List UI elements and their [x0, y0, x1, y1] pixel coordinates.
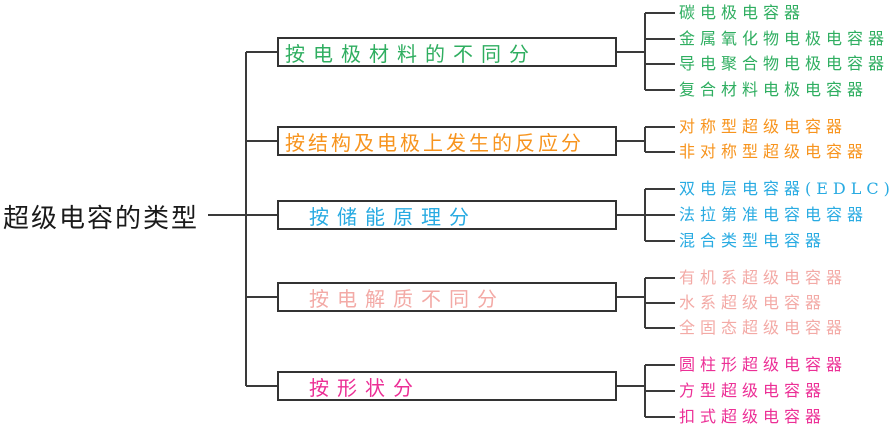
- leaf-symmetric: 对称型超级电容器: [679, 117, 848, 136]
- leaf-edlc: 双电层电容器(EDLC): [679, 179, 892, 198]
- leaf-all-solid-state: 全固态超级电容器: [679, 318, 848, 337]
- leaf-cylindrical: 圆柱形超级电容器: [679, 355, 848, 374]
- leaf-carbon-electrode: 碳电极电容器: [679, 3, 806, 22]
- category-box-structure-reaction: 按结构及电极上发生的反应分: [277, 126, 617, 156]
- root-node-label: 超级电容的类型: [3, 204, 200, 234]
- leaf-organic-electrolyte: 有机系超级电容器: [679, 268, 848, 287]
- category-box-energy-storage-principle: 按储能原理分: [277, 200, 617, 230]
- category-box-electrolyte: 按电解质不同分: [277, 282, 617, 312]
- leaf-aqueous-electrolyte: 水系超级电容器: [679, 293, 827, 312]
- leaf-coin-type: 扣式超级电容器: [679, 407, 827, 426]
- leaf-metal-oxide-electrode: 金属氧化物电极电容器: [679, 29, 890, 48]
- category-box-shape: 按形状分: [277, 371, 617, 401]
- leaf-hybrid-type: 混合类型电容器: [679, 231, 827, 250]
- category-box-electrode-material: 按电极材料的不同分: [277, 37, 617, 67]
- leaf-conductive-polymer-electrode: 导电聚合物电极电容器: [679, 54, 890, 73]
- leaf-composite-material-electrode: 复合材料电极电容器: [679, 80, 869, 99]
- connector-stroke-group: [208, 12, 675, 418]
- leaf-pseudocapacitor: 法拉第准电容电容器: [679, 205, 869, 224]
- leaf-prismatic: 方型超级电容器: [679, 381, 827, 400]
- leaf-asymmetric: 非对称型超级电容器: [679, 142, 869, 161]
